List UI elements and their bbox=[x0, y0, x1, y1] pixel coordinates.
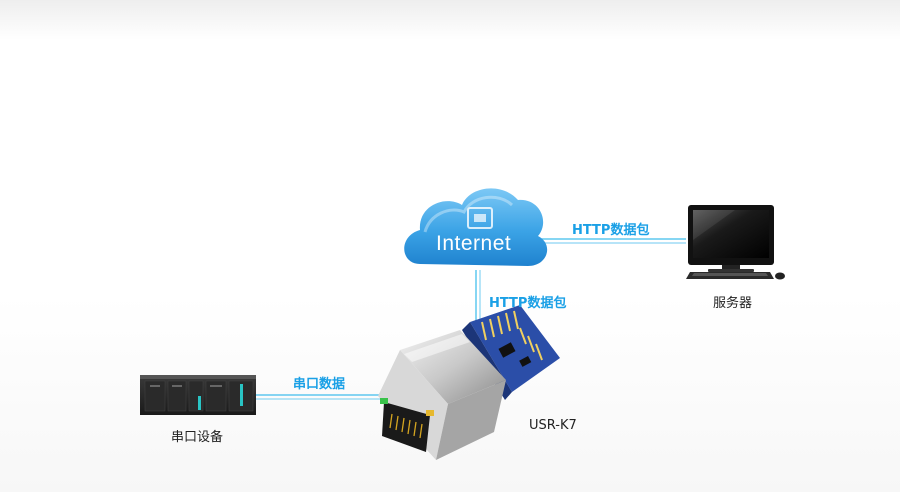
cloud-label: Internet bbox=[436, 232, 512, 255]
link-cloud-to-server bbox=[540, 238, 686, 244]
top-shadow bbox=[0, 0, 900, 40]
http-label-right: HTTP数据包 bbox=[572, 223, 650, 238]
server-label: 服务器 bbox=[713, 296, 753, 311]
link-cloud-to-module bbox=[475, 270, 481, 325]
module-label: USR-K7 bbox=[529, 418, 577, 433]
cloud-icon bbox=[404, 188, 548, 266]
link-device-to-module bbox=[256, 394, 380, 400]
serial-label: 串口数据 bbox=[293, 377, 346, 392]
device-label: 串口设备 bbox=[171, 430, 224, 445]
http-label-vertical: HTTP数据包 bbox=[489, 296, 567, 311]
plc-device-icon bbox=[140, 375, 256, 415]
rj45-module-icon bbox=[378, 330, 506, 460]
monitor-icon bbox=[686, 205, 785, 280]
